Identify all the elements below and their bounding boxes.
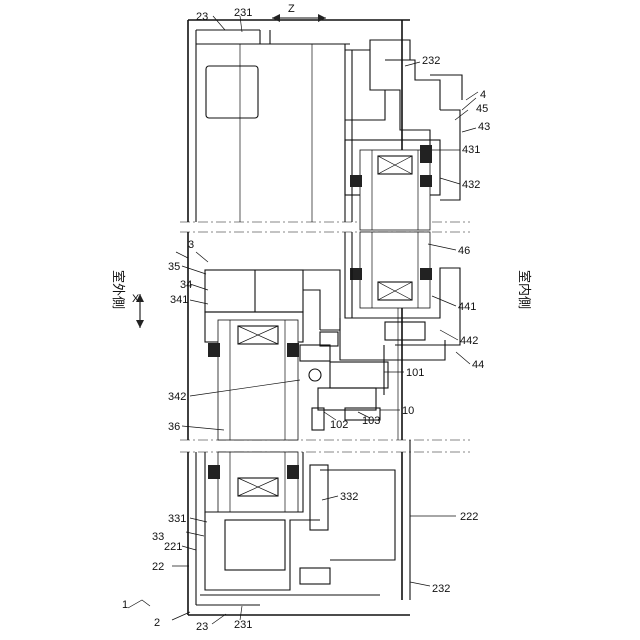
label-231-top: 231 xyxy=(234,7,252,19)
label-431: 431 xyxy=(462,144,480,156)
label-46: 46 xyxy=(458,245,470,257)
label-34: 34 xyxy=(180,279,192,291)
label-23-top: 23 xyxy=(196,11,208,23)
outdoor-side-label: 室外側 xyxy=(110,270,126,309)
label-342: 342 xyxy=(168,391,186,403)
label-43: 43 xyxy=(478,121,490,133)
label-331: 331 xyxy=(168,513,186,525)
label-441: 441 xyxy=(458,301,476,313)
label-101: 101 xyxy=(406,367,424,379)
label-23-bottom: 23 xyxy=(196,621,208,633)
direction-arrows xyxy=(136,14,326,328)
label-22: 22 xyxy=(152,561,164,573)
arrow-down-icon xyxy=(136,320,144,328)
axis-x: X xyxy=(132,293,140,305)
label-232-top: 232 xyxy=(422,55,440,67)
label-44: 44 xyxy=(472,359,484,371)
label-341: 341 xyxy=(170,294,188,306)
label-3: 3 xyxy=(188,239,194,251)
label-35: 35 xyxy=(168,261,180,273)
label-432: 432 xyxy=(462,179,480,191)
label-221: 221 xyxy=(164,541,182,553)
label-4: 4 xyxy=(480,89,486,101)
label-232-bottom: 232 xyxy=(432,583,450,595)
label-10: 10 xyxy=(402,405,414,417)
label-222: 222 xyxy=(460,511,478,523)
label-102: 102 xyxy=(330,419,348,431)
label-2: 2 xyxy=(154,617,160,629)
label-332: 332 xyxy=(340,491,358,503)
indoor-side-label: 室内側 xyxy=(516,270,532,309)
label-103: 103 xyxy=(362,415,380,427)
label-33: 33 xyxy=(152,531,164,543)
label-45: 45 xyxy=(476,103,488,115)
label-231-bottom: 231 xyxy=(234,619,252,631)
label-36: 36 xyxy=(168,421,180,433)
axis-z: Z xyxy=(288,3,295,15)
label-442: 442 xyxy=(460,335,478,347)
label-1: 1 xyxy=(122,599,128,611)
